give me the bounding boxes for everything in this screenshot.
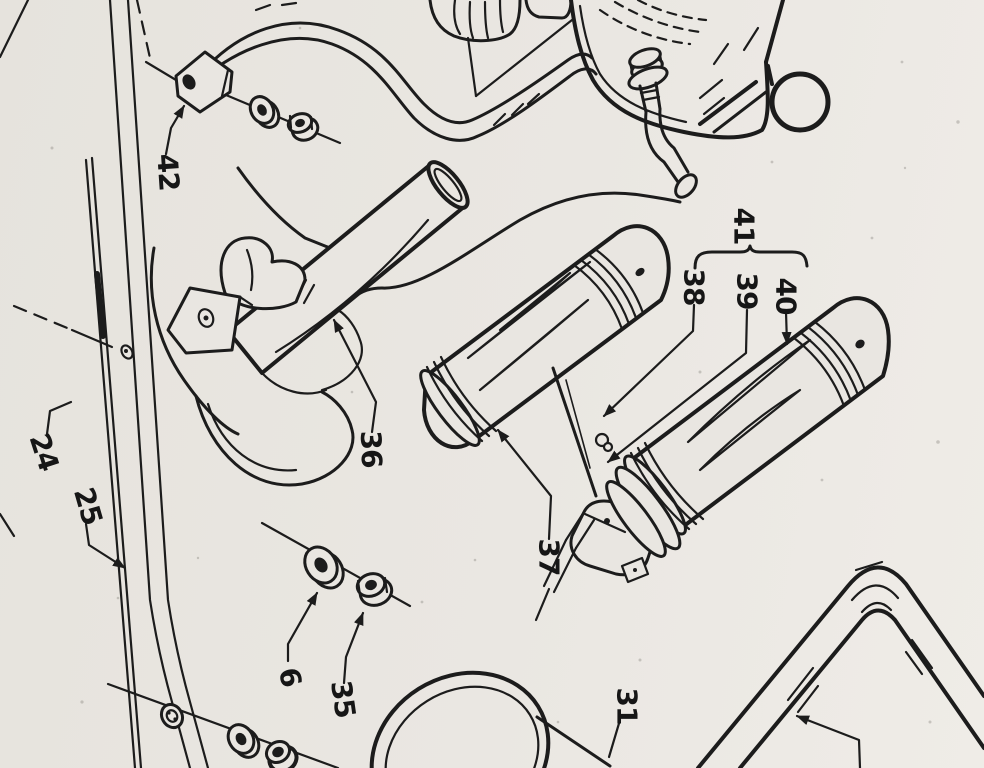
washer-and-nut-group xyxy=(260,521,412,608)
headstock-assembly xyxy=(149,160,470,487)
callout-24: 24 xyxy=(23,429,66,475)
control-cables xyxy=(192,1,682,302)
headlamp-body xyxy=(428,0,831,199)
callout-36: 36 xyxy=(354,430,388,468)
callout-6: 6 xyxy=(272,665,308,690)
callout-42: 42 xyxy=(150,152,185,191)
steering-tube-opening xyxy=(369,670,612,768)
lower-fixing-set xyxy=(106,682,340,768)
callout-labels: 42 24 25 36 6 35 37 38 39 40 41 31 xyxy=(23,152,803,724)
left-grip xyxy=(419,224,671,450)
control-rod-and-tube xyxy=(0,0,210,768)
callout-25: 25 xyxy=(67,484,109,529)
handlebar-tube xyxy=(696,560,984,768)
throttle-cable-adjuster xyxy=(551,366,614,498)
callout-leaders xyxy=(45,104,809,759)
callout-37: 37 xyxy=(533,539,566,576)
callout-39: 39 xyxy=(731,273,764,310)
callout-41: 41 xyxy=(728,208,761,245)
twist-grip-assembly xyxy=(534,296,891,622)
callout-31: 31 xyxy=(611,688,644,725)
callout-38: 38 xyxy=(678,269,711,306)
clamp-bracket-group xyxy=(144,50,342,145)
callout-40: 40 xyxy=(770,278,803,315)
scan-noise xyxy=(50,26,960,724)
callout-35: 35 xyxy=(324,678,362,719)
